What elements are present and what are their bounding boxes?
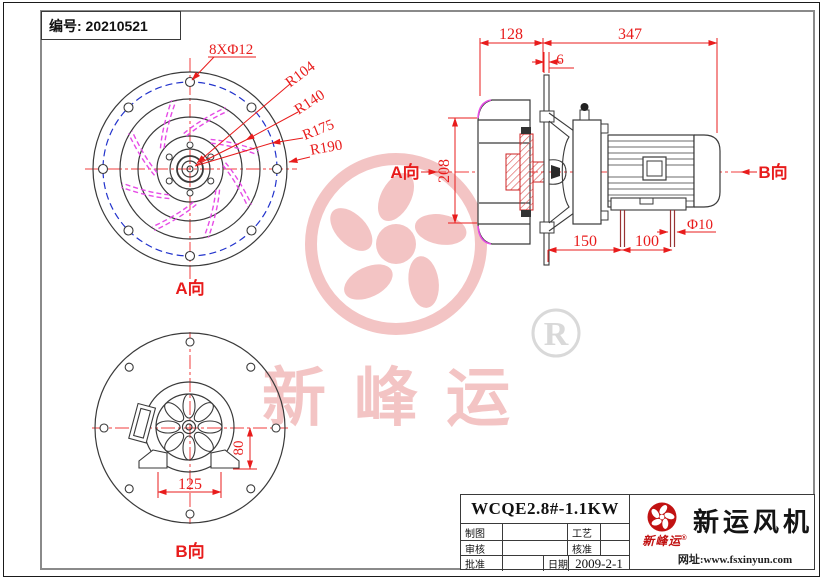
dim-inlet-height: 208 <box>436 159 453 183</box>
flange-bolt-holes <box>97 76 283 262</box>
hub-nut-top <box>521 127 531 134</box>
dim-r190: R190 <box>309 137 344 158</box>
back-view: 80 125 B向 <box>92 332 288 561</box>
side-view-label-b: B向 <box>758 162 787 182</box>
title-block: WCQE2.8#-1.1KW 制图 工艺 审核 核准 批准 日期 2009-2-… <box>460 494 816 571</box>
dim-foot-width: 125 <box>178 476 202 493</box>
value-checked <box>503 541 568 555</box>
company-logo-area: 新峰运® 新运风机 网址:www.fsxinyun.com <box>630 495 816 569</box>
registered-symbol: ® <box>681 535 688 542</box>
hub-section <box>505 133 546 211</box>
dim-r104: R104 <box>283 58 319 91</box>
registered-mark-circle <box>531 308 581 358</box>
foundation-bolts <box>619 210 676 247</box>
back-view-label: B向 <box>175 541 204 561</box>
watermark-brand-text: 新峰运 <box>262 362 538 434</box>
watermark-registered-text: R <box>544 316 569 353</box>
side-view: 128 347 6 208 150 100 Φ10 A向 B向 <box>390 26 788 266</box>
label-checked: 审核 <box>461 541 503 555</box>
motor-end-cap <box>694 134 721 208</box>
label-approved: 核准 <box>568 541 601 555</box>
serial-number-box: 编号: 20210521 <box>41 11 181 40</box>
mounting-plate <box>543 74 550 266</box>
dim-plate-thickness: 6 <box>556 52 564 68</box>
side-view-label-a: A向 <box>390 162 419 182</box>
dim-foot-height: 80 <box>231 441 247 456</box>
value-drafted <box>503 524 568 540</box>
value-ratified <box>503 556 544 571</box>
value-date: 2009-2-1 <box>575 556 623 571</box>
company-name: 新运风机 <box>692 507 813 537</box>
motor-flange <box>572 119 602 225</box>
company-logo-icon <box>647 502 677 532</box>
dim-foot-spacing: 100 <box>635 233 659 250</box>
value-process <box>601 524 629 540</box>
terminal-box-back <box>128 402 157 444</box>
vent-slots <box>155 393 223 461</box>
label-process: 工艺 <box>568 524 601 540</box>
dim-foot-offset: 150 <box>573 233 597 250</box>
sheet-outer-border <box>3 2 820 577</box>
front-view: 8XΦ12 R104 R140 R175 R190 A向 <box>85 42 344 298</box>
front-view-label: A向 <box>175 278 204 298</box>
dim-r140: R140 <box>292 87 328 118</box>
serial-number-text: 编号: 20210521 <box>49 17 148 34</box>
motor-body <box>607 134 721 247</box>
impeller-profile <box>477 99 531 245</box>
title-block-table: WCQE2.8#-1.1KW 制图 工艺 审核 核准 批准 日期 2009-2-… <box>461 495 630 571</box>
company-website: 网址:www.fsxinyun.com <box>677 554 793 566</box>
impeller-blades <box>121 100 259 238</box>
watermark-logo: R 新峰运 <box>262 153 581 434</box>
model-number: WCQE2.8#-1.1KW <box>461 495 629 524</box>
label-date: 日期 <box>544 556 569 571</box>
shaft-bolt <box>551 165 560 179</box>
label-drafted: 制图 <box>461 524 503 540</box>
dim-bolt-diameter: Φ10 <box>687 217 713 233</box>
back-bolt-holes <box>99 337 281 519</box>
dim-fan-width: 128 <box>499 26 523 43</box>
dim-motor-length: 347 <box>618 26 642 43</box>
drawing-frame <box>40 10 815 570</box>
hub-nut-bottom <box>521 210 531 217</box>
motor-feet-back <box>138 449 240 469</box>
value-approved <box>601 541 629 555</box>
dim-bolt-holes: 8XΦ12 <box>209 42 253 58</box>
label-ratified: 批准 <box>461 556 503 571</box>
company-script-brand: 新峰运® <box>642 534 688 548</box>
